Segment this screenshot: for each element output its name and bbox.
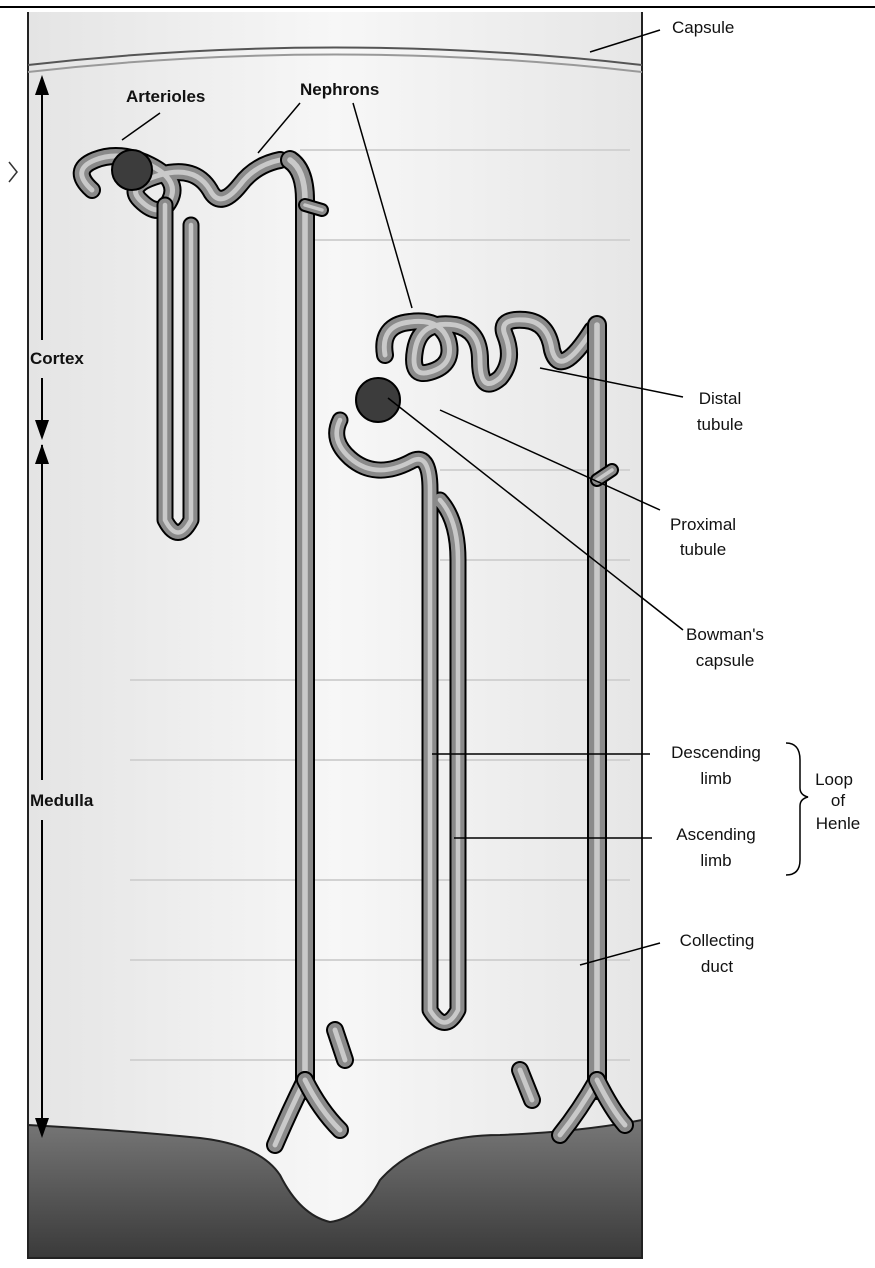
label-bowmans-capsule-2: capsule: [696, 651, 755, 670]
label-medulla: Medulla: [30, 791, 94, 810]
right-papillary-stub: [520, 1070, 532, 1100]
tissue-block: [28, 12, 642, 1258]
label-loop-of-henle-3: Henle: [816, 814, 860, 833]
label-loop-of-henle-2: of: [831, 791, 845, 810]
label-collecting-duct-2: duct: [701, 957, 733, 976]
label-ascending-limb-2: limb: [700, 851, 731, 870]
chevron-right-icon: [9, 162, 17, 182]
right-duct-branch: [597, 470, 612, 480]
label-loop-of-henle-1: Loop: [815, 770, 853, 789]
label-distal-tubule-2: tubule: [697, 415, 743, 434]
label-capsule: Capsule: [672, 18, 734, 37]
tissue-background: [28, 12, 642, 1258]
loop-of-henle-bracket: [786, 743, 808, 875]
label-cortex: Cortex: [30, 349, 84, 368]
label-arterioles: Arterioles: [126, 87, 205, 106]
label-descending-limb-1: Descending: [671, 743, 761, 762]
left-duct-branch: [305, 205, 322, 210]
left-papillary-stub: [335, 1030, 345, 1060]
label-descending-limb-2: limb: [700, 769, 731, 788]
label-proximal-tubule-2: tubule: [680, 540, 726, 559]
label-ascending-limb-1: Ascending: [676, 825, 755, 844]
left-glomerulus: [112, 150, 152, 190]
label-proximal-tubule-1: Proximal: [670, 515, 736, 534]
right-glomerulus: [356, 378, 400, 422]
label-distal-tubule-1: Distal: [699, 389, 742, 408]
label-bowmans-capsule-1: Bowman's: [686, 625, 764, 644]
label-collecting-duct-1: Collecting: [680, 931, 755, 950]
label-nephrons: Nephrons: [300, 80, 379, 99]
